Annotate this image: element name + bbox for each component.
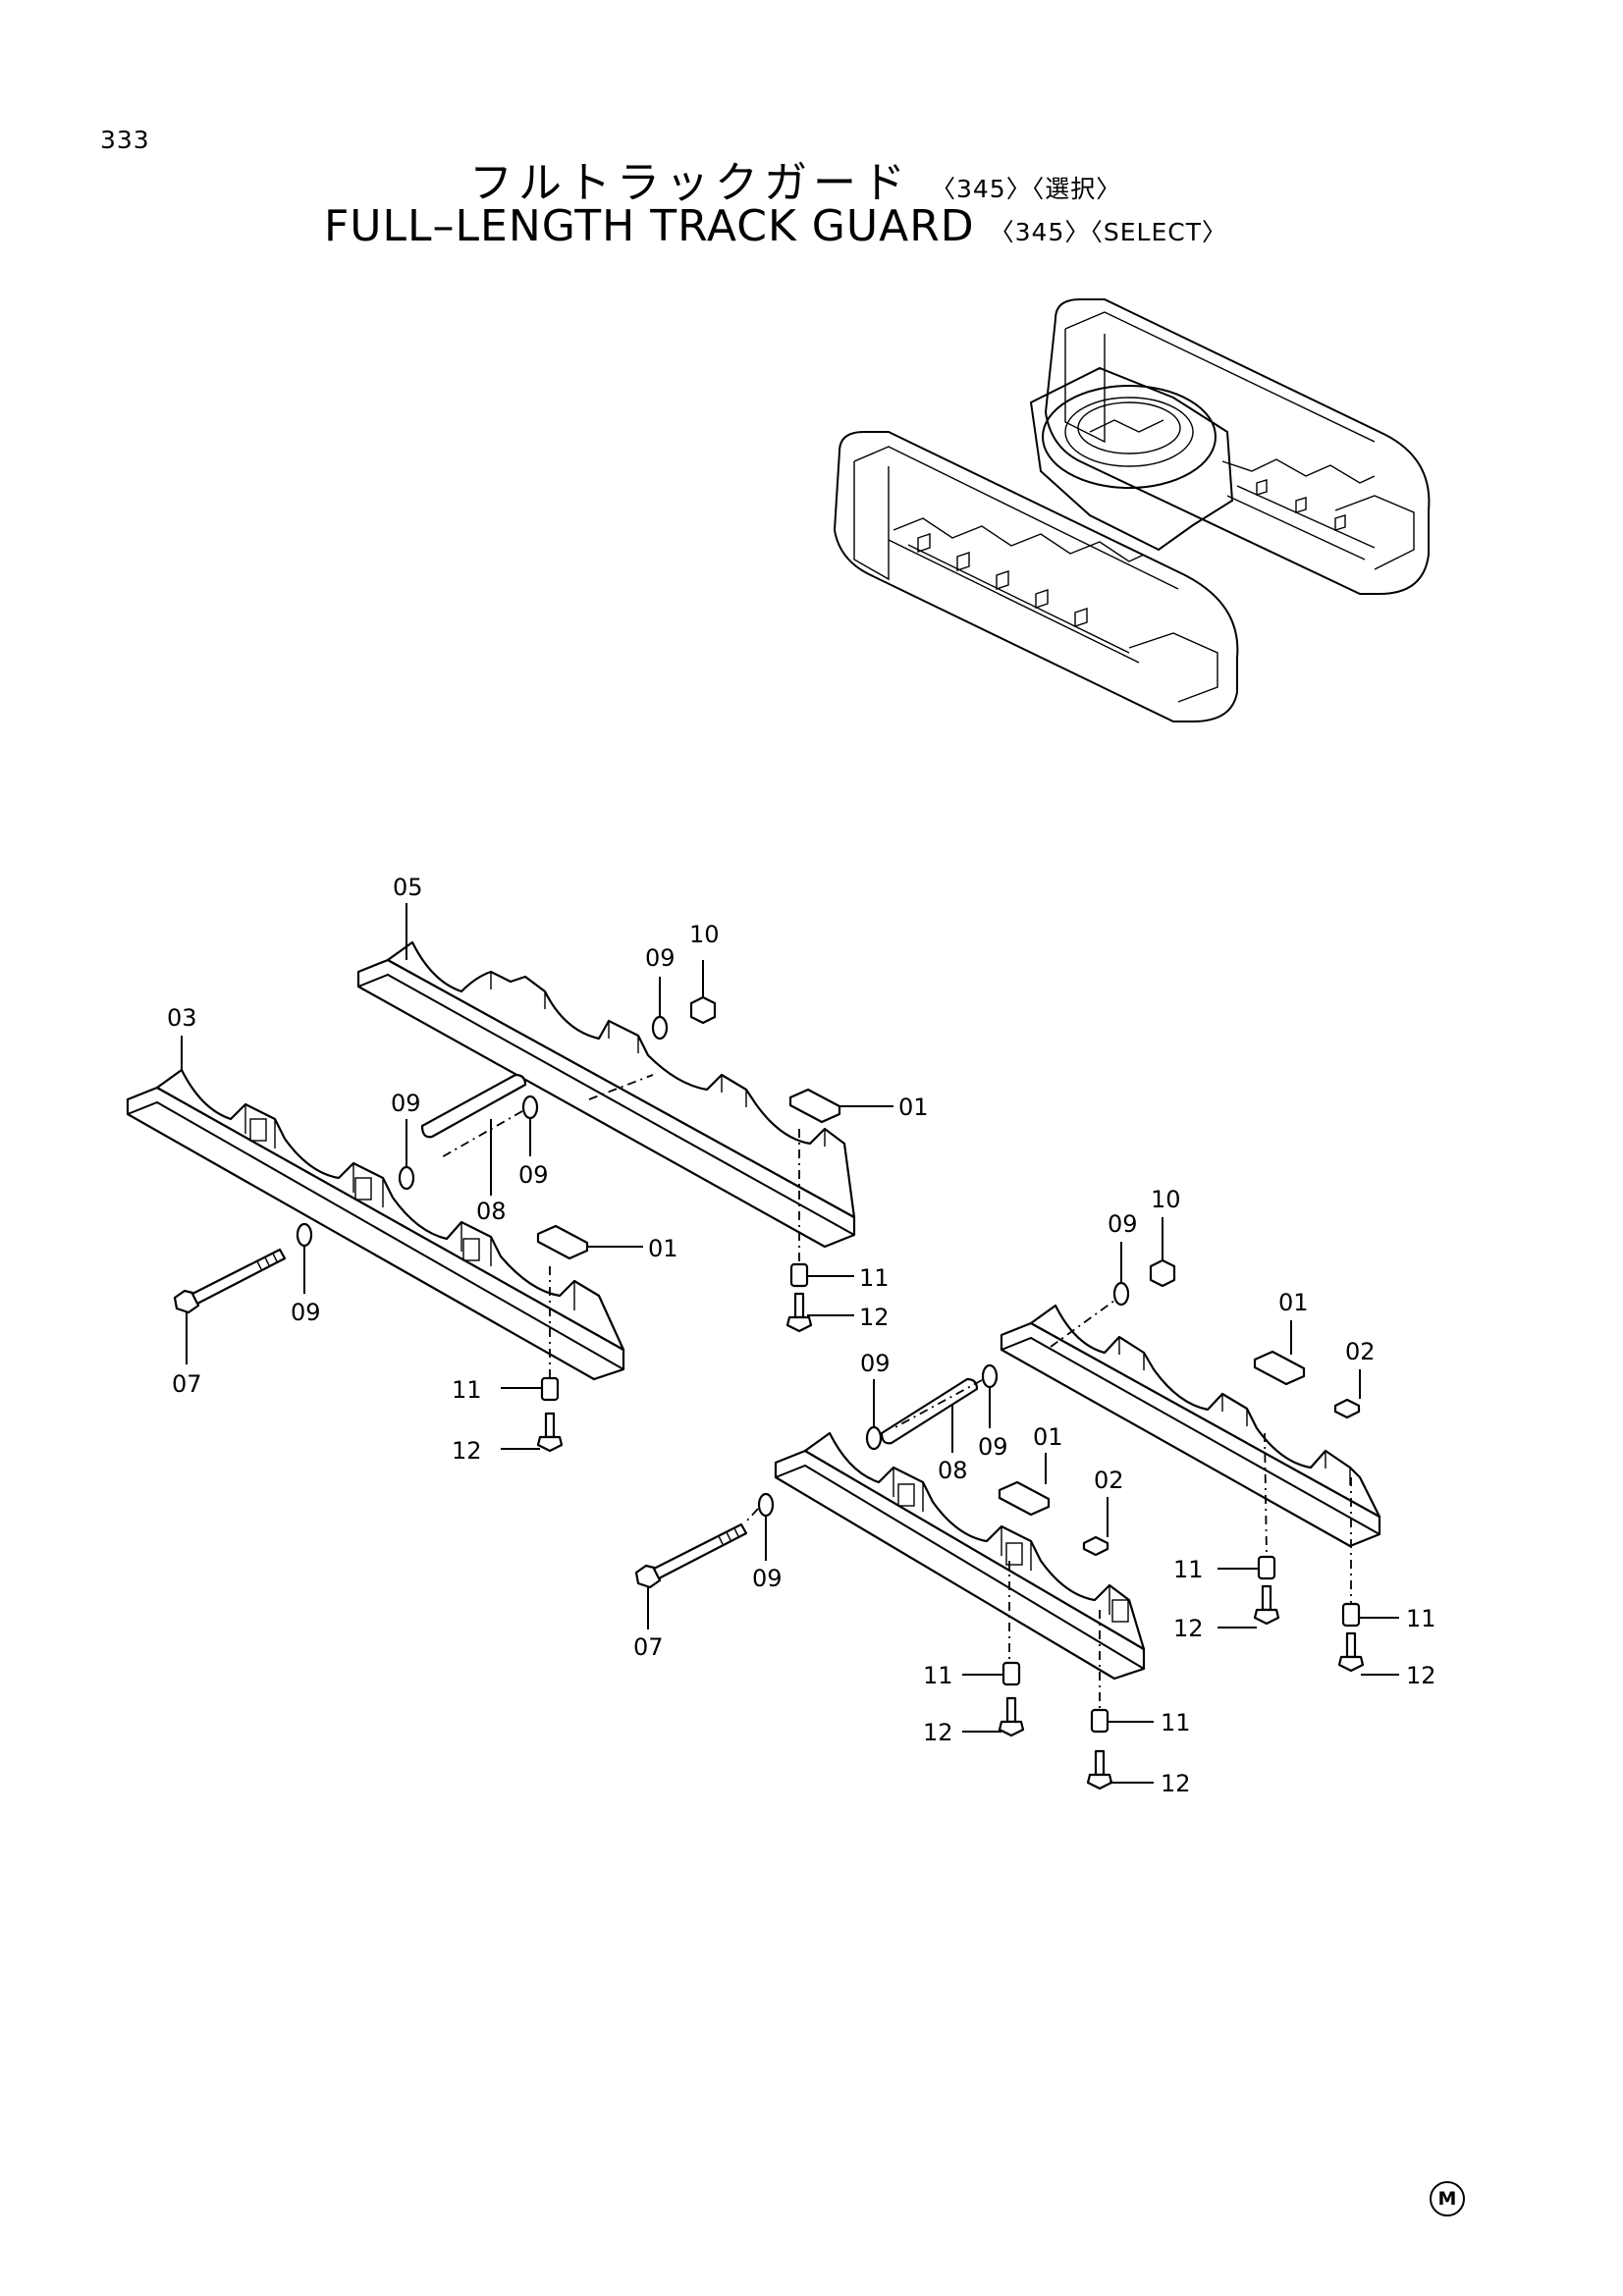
callout-01-a: 01 — [898, 1094, 929, 1121]
pin-08-b — [880, 1377, 979, 1445]
title-en-sub: 〈345〉〈SELECT〉 — [989, 218, 1227, 246]
callout-09-h: 09 — [752, 1565, 783, 1592]
nut-10-a — [689, 995, 717, 1025]
callout-09-e: 09 — [1108, 1210, 1138, 1238]
callout-11-f: 11 — [1161, 1709, 1191, 1736]
washer-09-a — [651, 1015, 669, 1041]
assembly-lines — [439, 1074, 1352, 1710]
washer-09-c — [521, 1095, 539, 1120]
callout-12-c: 12 — [1173, 1615, 1204, 1642]
callout-12-a: 12 — [859, 1304, 890, 1331]
undercarriage-overview — [833, 298, 1431, 722]
callout-09-g: 09 — [978, 1433, 1008, 1461]
washer-09-d — [296, 1222, 313, 1248]
callout-09-d: 09 — [291, 1299, 321, 1326]
callout-02-b: 02 — [1094, 1467, 1124, 1494]
plate-01-c — [1253, 1350, 1306, 1386]
guard-05 — [356, 940, 856, 1249]
title-en-main: FULL–LENGTH TRACK GUARD — [324, 201, 975, 251]
washer-09-g — [981, 1363, 999, 1389]
bolts-12 — [536, 1292, 1365, 1790]
plate-02-b — [1082, 1535, 1109, 1557]
plate-01-d — [998, 1480, 1051, 1517]
callout-08-b: 08 — [938, 1457, 968, 1484]
title-jp-main: フルトラックガード — [469, 158, 911, 208]
title-english: FULL–LENGTH TRACK GUARD 〈345〉〈SELECT〉 — [324, 201, 1227, 251]
callout-01-c: 01 — [1278, 1289, 1309, 1316]
callout-07-a: 07 — [172, 1370, 202, 1398]
washer-09-h — [757, 1492, 775, 1518]
bolt-07-a — [173, 1248, 287, 1314]
callout-11-a: 11 — [859, 1264, 890, 1292]
callout-09-c: 09 — [518, 1161, 549, 1189]
callout-05: 05 — [393, 874, 423, 901]
spacers-11 — [540, 1262, 1361, 1734]
plate-01-b — [536, 1224, 589, 1260]
callout-01-d: 01 — [1033, 1423, 1063, 1451]
callout-10-a: 10 — [689, 921, 720, 948]
callout-12-f: 12 — [1161, 1770, 1191, 1797]
callout-09-f: 09 — [860, 1350, 891, 1377]
callout-09-b: 09 — [391, 1090, 421, 1117]
washer-09-f — [865, 1425, 883, 1451]
callout-11-b: 11 — [452, 1376, 482, 1404]
callout-03: 03 — [167, 1004, 197, 1032]
callout-02-a: 02 — [1345, 1338, 1376, 1365]
pin-08-a — [420, 1073, 527, 1139]
title-jp-sub: 〈345〉〈選択〉 — [931, 175, 1122, 203]
callout-08-a: 08 — [476, 1198, 507, 1225]
guard-right-upper — [1000, 1304, 1381, 1548]
leader-lines — [181, 903, 1399, 1784]
guard-03 — [126, 1068, 625, 1381]
plate-01-a — [788, 1088, 841, 1124]
callout-01-b: 01 — [648, 1235, 678, 1262]
washer-09-b — [398, 1165, 415, 1191]
callout-11-d: 11 — [1406, 1605, 1436, 1632]
callout-labels: 05 10 09 03 09 09 08 01 11 12 07 09 01 1… — [167, 874, 1436, 1797]
nut-10-b — [1149, 1258, 1176, 1288]
bolt-07-b — [634, 1522, 748, 1589]
washer-09-e — [1112, 1281, 1130, 1307]
callout-12-e: 12 — [923, 1719, 953, 1746]
guard-right-lower — [774, 1431, 1146, 1681]
callout-10-b: 10 — [1151, 1186, 1181, 1213]
callout-11-e: 11 — [923, 1662, 953, 1689]
callout-07-b: 07 — [633, 1633, 664, 1661]
callout-12-d: 12 — [1406, 1662, 1436, 1689]
page-number: 333 — [100, 126, 150, 154]
callout-09-a: 09 — [645, 944, 676, 972]
callout-12-b: 12 — [452, 1437, 482, 1465]
plate-02-a — [1333, 1398, 1361, 1419]
callout-11-c: 11 — [1173, 1556, 1204, 1583]
title-japanese: フルトラックガード 〈345〉〈選択〉 — [469, 147, 1121, 210]
manufacturer-mark: M — [1430, 2181, 1465, 2216]
